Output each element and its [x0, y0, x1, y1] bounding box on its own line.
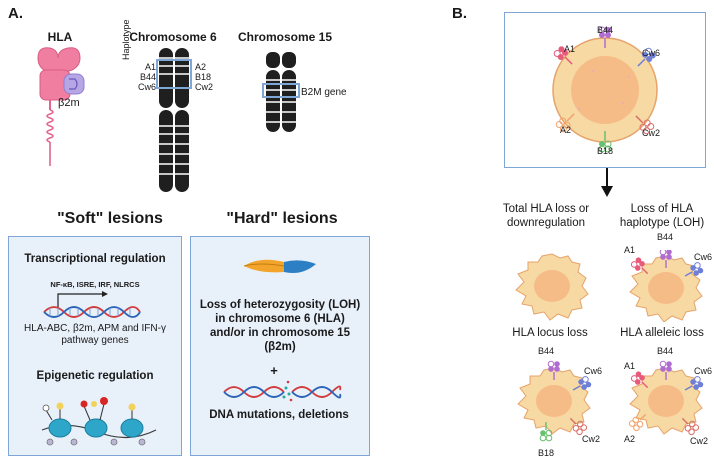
- locus-allele-b18: B18: [538, 448, 555, 458]
- soft-lesions-title: "Soft" lesions: [57, 210, 163, 227]
- dna-mutation-illustration: [223, 380, 342, 402]
- b2m-label: β2m: [58, 97, 80, 109]
- loh-subpanel-title: Loss of HLA haplotype (LOH): [619, 203, 705, 229]
- epigenetic-title: Epigenetic regulation: [36, 370, 154, 382]
- locus-loss-title: HLA locus loss: [512, 327, 588, 339]
- chromosome-15-illustration: [262, 52, 300, 132]
- cell-total-loss-illustration: [515, 253, 589, 321]
- cell-allelic-loss-illustration: [628, 360, 704, 436]
- panel-b-letter: B.: [452, 5, 467, 22]
- locus-allele-cw2: Cw2: [582, 434, 601, 444]
- left-allele-a1: A1: [144, 62, 156, 72]
- locus-allele-b44: B44: [538, 346, 555, 356]
- loh-allele-a1: A1: [624, 245, 636, 255]
- chr6-title: Chromosome 6: [129, 30, 217, 44]
- tf-label: NF-κB, ISRE, IRF, NLRCS: [50, 280, 140, 289]
- hard-lesions-title: "Hard" lesions: [226, 210, 338, 227]
- hla-molecule-illustration: [37, 47, 85, 166]
- dna-transcription-illustration: [43, 291, 141, 318]
- top-allele-b18: B18: [597, 146, 614, 156]
- haplotype-label: Haplotype: [121, 19, 131, 60]
- chromosome-6-illustration: [156, 48, 192, 192]
- loh-allele-cw6: Cw6: [694, 252, 713, 262]
- allelic-allele-a1: A1: [624, 361, 636, 371]
- hard-lesions-box: [190, 236, 370, 456]
- loh-allele-b44: B44: [657, 232, 674, 242]
- top-allele-cw6: Cw6: [642, 48, 661, 58]
- cell-locus-loss-illustration: [517, 360, 592, 442]
- cell-loh-illustration: [629, 250, 704, 322]
- intact-cell-illustration: [552, 26, 658, 153]
- allelic-allele-a2: A2: [624, 434, 636, 444]
- hla-title: HLA: [47, 30, 73, 44]
- b2m-gene-label: B2M gene: [301, 87, 347, 98]
- left-allele-b44: B44: [139, 72, 156, 82]
- right-allele-cw2: Cw2: [195, 82, 214, 92]
- chr15-title: Chromosome 15: [237, 30, 333, 44]
- right-allele-b18: B18: [195, 72, 212, 82]
- loh-text: Loss of heterozygosity (LOH) in chromoso…: [199, 299, 361, 353]
- mutation-text: DNA mutations, deletions: [209, 409, 349, 421]
- plus-sign: +: [270, 363, 278, 378]
- chromosome-loss-illustration: [243, 259, 316, 273]
- top-allele-a2: A2: [560, 125, 572, 135]
- top-allele-cw2: Cw2: [642, 128, 661, 138]
- allelic-allele-cw2: Cw2: [690, 436, 709, 446]
- allelic-allele-b44: B44: [657, 346, 674, 356]
- nucleosome-illustration: [41, 397, 157, 446]
- transcriptional-title: Transcriptional regulation: [24, 253, 166, 265]
- down-arrow-icon: [601, 168, 613, 197]
- right-allele-a2: A2: [195, 62, 207, 72]
- top-allele-b44: B44: [597, 25, 614, 35]
- panel-a-letter: A.: [8, 5, 23, 22]
- allelic-loss-title: HLA alleleic loss: [620, 327, 704, 339]
- transcriptional-text: HLA-ABC, β2m, APM and IFN-γ pathway gene…: [24, 323, 166, 346]
- top-allele-a1: A1: [564, 44, 576, 54]
- total-loss-title: Total HLA loss or downregulation: [502, 203, 590, 229]
- locus-allele-cw6: Cw6: [584, 366, 603, 376]
- allelic-allele-cw6: Cw6: [694, 366, 713, 376]
- left-allele-cw6: Cw6: [137, 82, 156, 92]
